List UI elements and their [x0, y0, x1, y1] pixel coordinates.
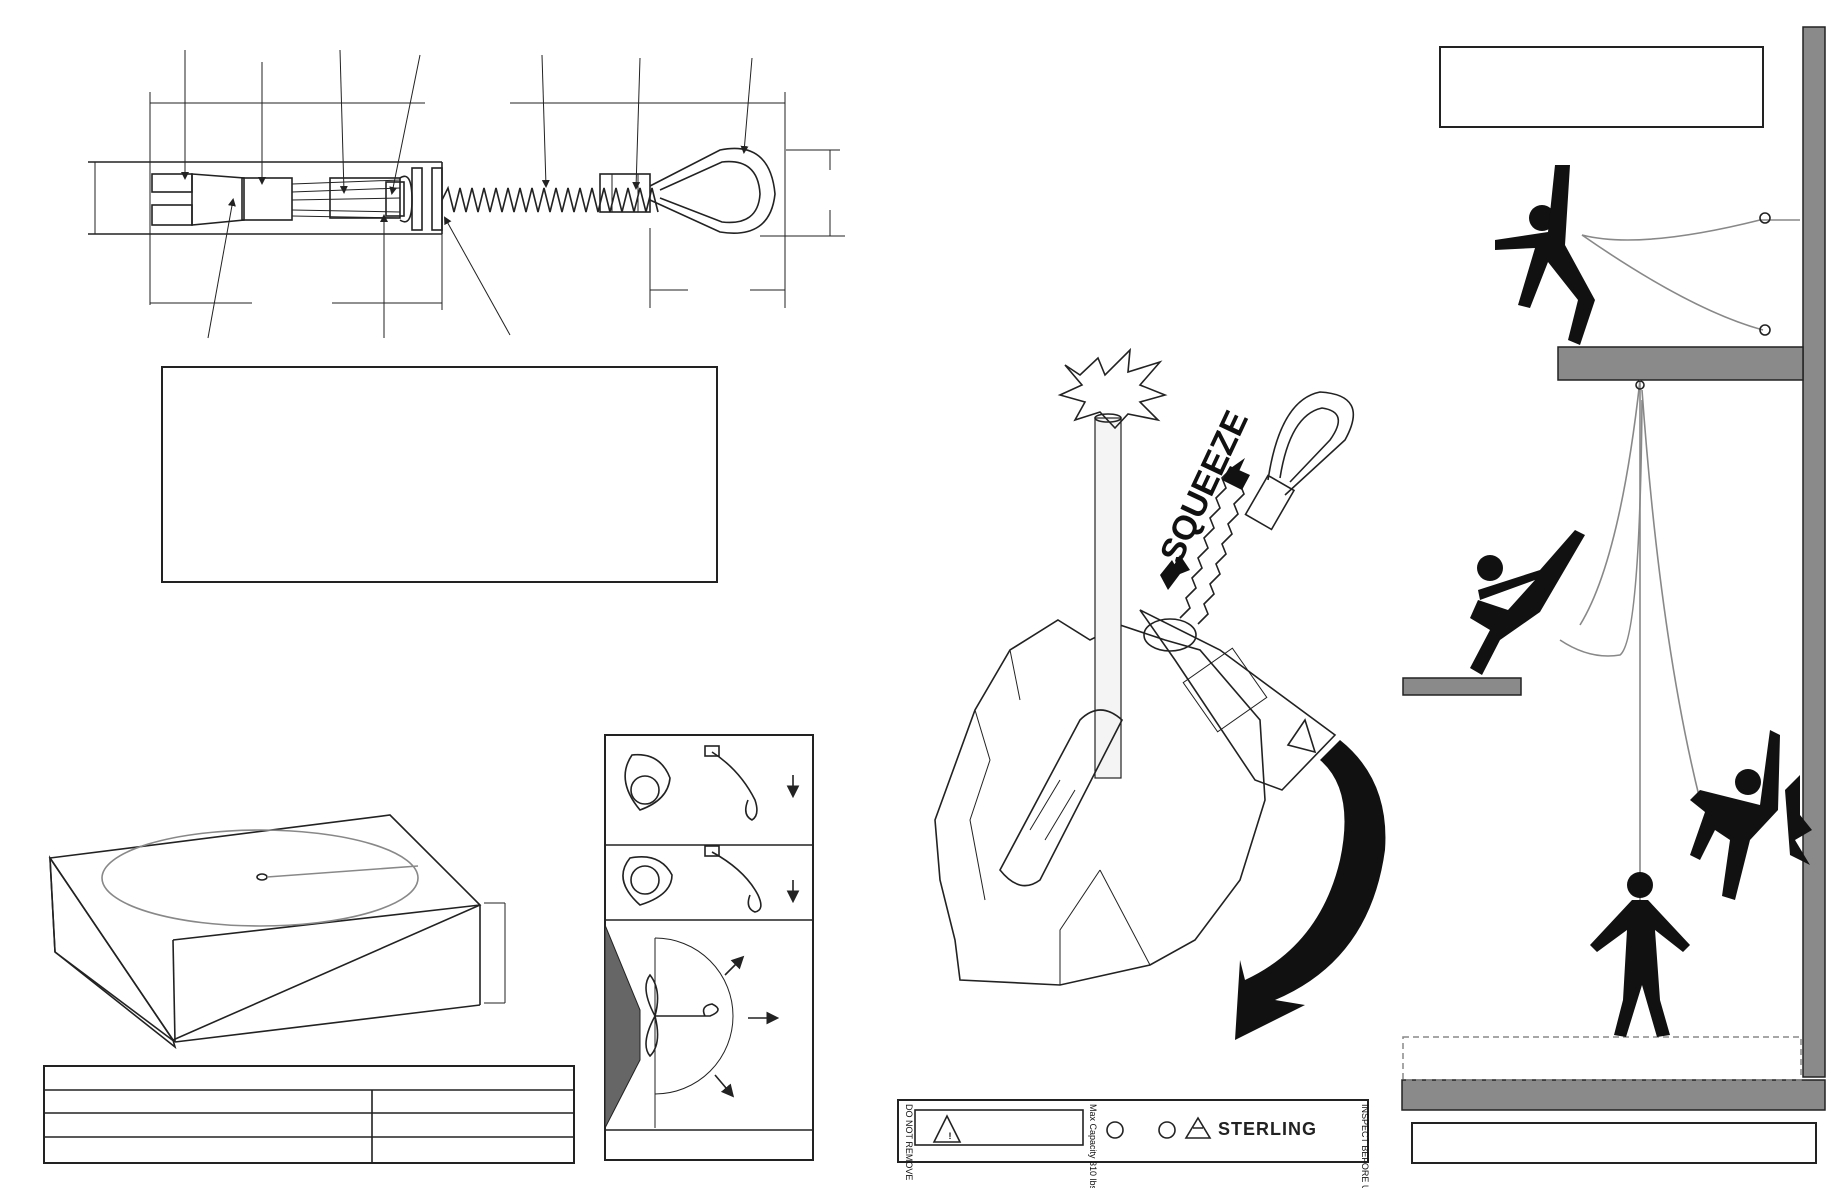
svg-text:!: ! — [949, 1131, 952, 1141]
falling-person-figure — [1470, 530, 1585, 675]
max-capacity-text: Max Capacity 310 lbs — [1088, 1104, 1098, 1188]
hanging-person-figure — [1590, 872, 1690, 1037]
description-text-box — [161, 366, 718, 583]
spec-table — [43, 1065, 575, 1164]
caption-box — [1439, 46, 1764, 128]
rotation-arrow-icon — [1235, 740, 1386, 1040]
loading-direction-panels — [604, 734, 814, 1161]
brand-logo-icon — [1184, 1116, 1212, 1139]
anchor-installation-illustration: SQUEEZE — [934, 347, 1386, 1040]
warning-triangle-icon — [1286, 718, 1317, 754]
rock-slab-diagram — [48, 814, 506, 1050]
inspect-text: INSPECT BEFORE USE — [1360, 1104, 1370, 1188]
do-not-remove-text: DO NOT REMOVE — [904, 1104, 914, 1180]
warning-label-card: ! STERLING DO NOT REMOVE Max Capacity 31… — [897, 1099, 1370, 1188]
impacting-person-figure — [1690, 730, 1812, 900]
impact-burst-icon — [1057, 347, 1168, 430]
brand-name: STERLING — [1218, 1119, 1317, 1139]
bottom-caption-box — [1411, 1122, 1817, 1164]
falling-person-figure — [1495, 165, 1595, 345]
anchor-cross-section-diagram — [88, 49, 845, 339]
fall-scenario-diagram — [1401, 26, 1826, 1164]
warning-triangle-icon — [932, 1114, 962, 1143]
